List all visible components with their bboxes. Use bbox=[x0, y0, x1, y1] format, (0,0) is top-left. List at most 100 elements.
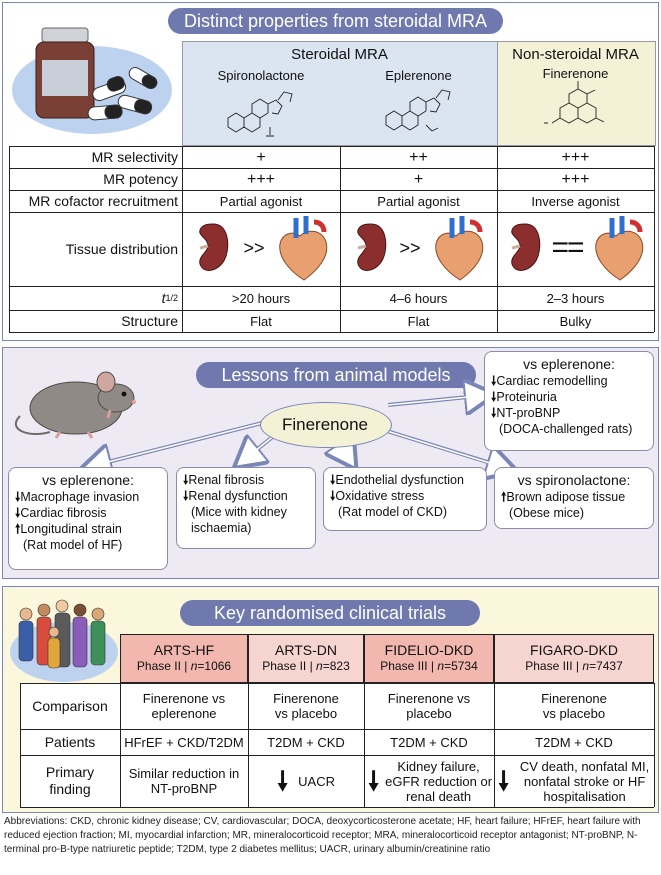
nonsteroidal-mra-header-bg bbox=[497, 41, 656, 146]
properties-panel-title: Distinct properties from steroidal MRA bbox=[168, 8, 503, 34]
spironolactone-box: vs spironolactone: 🠕Brown adipose tissue… bbox=[494, 467, 654, 529]
trial-phase: Phase II | n=823 bbox=[262, 659, 350, 673]
finding-item: 🠕Longitudinal strain bbox=[15, 522, 122, 536]
comparison-figaro-dkd: Finerenone vs placebo bbox=[494, 683, 654, 729]
cofactor-spironolactone: Partial agonist bbox=[219, 193, 303, 209]
heart-icon bbox=[595, 216, 644, 281]
mr-potency-eplerenone: + bbox=[413, 170, 424, 188]
down-arrow-icon: 🠗 bbox=[183, 473, 189, 487]
table-rule bbox=[9, 146, 654, 147]
table-rule bbox=[494, 683, 495, 807]
drug-eplerenone: Eplerenone bbox=[385, 67, 452, 83]
box-title: vs eplerenone: bbox=[42, 472, 134, 488]
patients-fidelio-dkd: T2DM + CKD bbox=[364, 729, 494, 755]
trial-header-figaro-dkd: FIGARO-DKD Phase III | n=7437 bbox=[494, 634, 654, 683]
heart-icon bbox=[279, 216, 328, 281]
table-rule bbox=[340, 146, 341, 332]
row-label-mr-cofactor: MR cofactor recruitment bbox=[28, 192, 178, 209]
finerenone-structure-icon bbox=[544, 81, 605, 124]
trial-phase: Phase III | n=7437 bbox=[525, 659, 623, 673]
finding-arts-dn: UACR bbox=[298, 773, 335, 789]
mouse-icon bbox=[14, 371, 136, 439]
table-rule bbox=[20, 683, 654, 684]
finding-item: 🠗Cardiac fibrosis bbox=[15, 506, 107, 520]
heart-icon bbox=[435, 216, 484, 281]
table-rule bbox=[9, 310, 654, 311]
nonsteroidal-mra-label: Non-steroidal MRA bbox=[512, 45, 639, 63]
row-label-tissue-distribution: Tissue distribution bbox=[65, 240, 178, 257]
kidney-icon bbox=[357, 223, 387, 271]
row-label-comparison: Comparison bbox=[20, 683, 120, 729]
row-label-structure: Structure bbox=[121, 312, 178, 329]
down-arrow-icon: 🠗 bbox=[330, 489, 336, 503]
table-rule bbox=[20, 729, 654, 730]
half-life-symbol: t bbox=[161, 289, 166, 306]
table-rule bbox=[9, 286, 654, 287]
patients-figaro-dkd: T2DM + CKD bbox=[494, 729, 654, 755]
row-label-mr-selectivity: MR selectivity bbox=[91, 148, 178, 165]
eplerenone-hf-box: vs eplerenone: 🠗Macrophage invasion 🠗Car… bbox=[8, 467, 168, 570]
finding-fidelio-dkd: Kidney failure, eGFR reduction or renal … bbox=[385, 758, 493, 804]
mr-selectivity-eplerenone: ++ bbox=[409, 148, 428, 166]
row-label-mr-potency: MR potency bbox=[103, 170, 178, 187]
table-rule bbox=[248, 683, 249, 807]
trial-name: FIDELIO-DKD bbox=[384, 642, 474, 658]
half-life-subscript: 1/2 bbox=[165, 292, 178, 303]
finding-item: 🠗Renal fibrosis bbox=[183, 473, 265, 487]
model-note: (Obese mice) bbox=[509, 506, 585, 520]
drug-finerenone: Finerenone bbox=[542, 65, 609, 81]
pill-bottle-icon bbox=[12, 27, 172, 134]
trial-phase: Phase III | n=5734 bbox=[380, 659, 478, 673]
model-note: (Rat model of HF) bbox=[23, 538, 123, 552]
table-rule bbox=[9, 212, 654, 213]
trial-header-arts-dn: ARTS-DN Phase II | n=823 bbox=[248, 634, 364, 683]
down-arrow-icon: 🠗 bbox=[491, 406, 497, 420]
comparison-arts-dn: Finerenone vs placebo bbox=[248, 683, 364, 729]
mr-potency-spironolactone: +++ bbox=[246, 170, 276, 188]
table-rule bbox=[20, 683, 21, 807]
animal-models-panel-title: Lessons from animal models bbox=[196, 362, 476, 388]
finerenone-node-label: Finerenone bbox=[281, 414, 368, 434]
down-arrow-icon: 🠗 bbox=[498, 765, 510, 796]
down-arrow-icon: 🠗 bbox=[15, 506, 21, 520]
ckd-box: 🠗Endothelial dysfunction 🠗Oxidative stre… bbox=[323, 467, 487, 531]
down-arrow-icon: 🠗 bbox=[277, 765, 289, 796]
down-arrow-icon: 🠗 bbox=[183, 489, 189, 503]
drug-spironolactone: Spironolactone bbox=[217, 67, 305, 83]
tissue-symbol-eplerenone: >> bbox=[399, 237, 421, 258]
finding-figaro-dkd: CV death, nonfatal MI, nonfatal stroke o… bbox=[519, 758, 650, 804]
finding-fidelio-dkd-cell: 🠗 Kidney failure, eGFR reduction or rena… bbox=[364, 755, 494, 807]
mr-selectivity-spironolactone: + bbox=[256, 148, 266, 166]
model-note: (DOCA-challenged rats) bbox=[499, 422, 633, 436]
structure-eplerenone: Flat bbox=[407, 313, 430, 329]
patients-arts-hf: HFrEF + CKD/T2DM bbox=[120, 729, 248, 755]
tissue-symbol-finerenone: == bbox=[551, 230, 584, 264]
down-arrow-icon: 🠗 bbox=[491, 374, 497, 388]
table-rule bbox=[20, 755, 654, 756]
finding-item: 🠗Oxidative stress bbox=[330, 489, 425, 503]
table-rule bbox=[9, 332, 654, 333]
structure-finerenone: Bulky bbox=[559, 313, 592, 329]
finding-item: 🠗Cardiac remodelling bbox=[491, 374, 608, 388]
finerenone-node bbox=[260, 402, 392, 448]
up-arrow-icon: 🠕 bbox=[501, 490, 507, 504]
kidney-icon bbox=[511, 223, 541, 271]
table-rule bbox=[182, 146, 183, 332]
mr-potency-finerenone: +++ bbox=[561, 170, 590, 188]
table-rule bbox=[654, 146, 655, 332]
comparison-arts-hf: Finerenone vs eplerenone bbox=[120, 683, 248, 729]
renal-box: 🠗Renal fibrosis 🠗Renal dysfunction (Mice… bbox=[176, 467, 316, 549]
mr-selectivity-finerenone: +++ bbox=[561, 148, 590, 166]
steroidal-mra-header-bg bbox=[182, 41, 499, 146]
model-note: (Mice with kidney ischaemia) bbox=[191, 505, 287, 535]
table-rule bbox=[9, 146, 10, 332]
trial-header-arts-hf: ARTS-HF Phase II | n=1066 bbox=[120, 634, 248, 683]
down-arrow-icon: 🠗 bbox=[368, 765, 380, 796]
finding-item: 🠗Macrophage invasion bbox=[15, 490, 140, 504]
model-note: (Rat model of CKD) bbox=[338, 505, 448, 519]
trial-phase: Phase II | n=1066 bbox=[136, 659, 232, 673]
finding-item: 🠗Endothelial dysfunction bbox=[330, 473, 464, 487]
table-rule bbox=[120, 683, 121, 807]
down-arrow-icon: 🠗 bbox=[330, 473, 336, 487]
